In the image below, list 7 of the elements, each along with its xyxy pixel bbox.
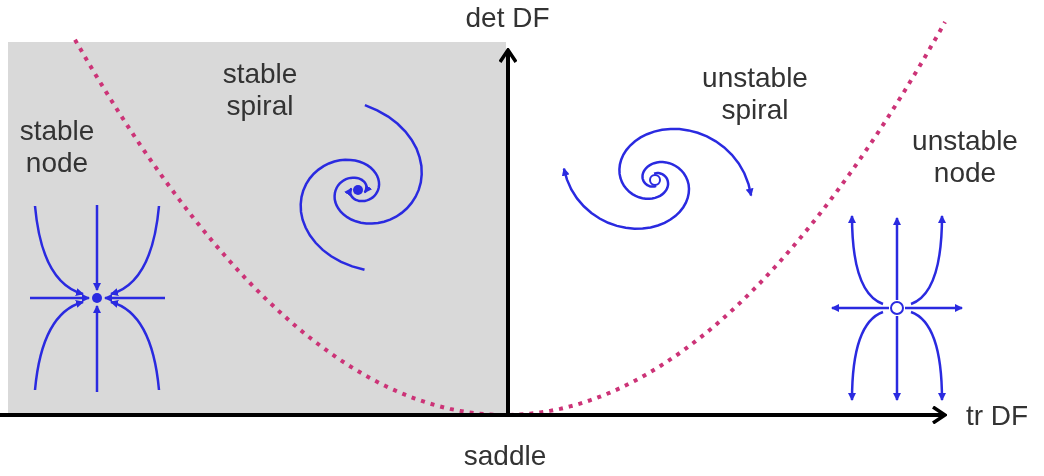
axis-label: det DF [464,2,551,34]
region-label: stable node [18,115,96,179]
region-label: stable spiral [221,58,299,122]
axis-label: tr DF [964,400,1030,432]
region-label: unstable spiral [701,62,809,126]
axis-label: saddle [462,440,548,472]
region-label: unstable node [911,125,1019,189]
